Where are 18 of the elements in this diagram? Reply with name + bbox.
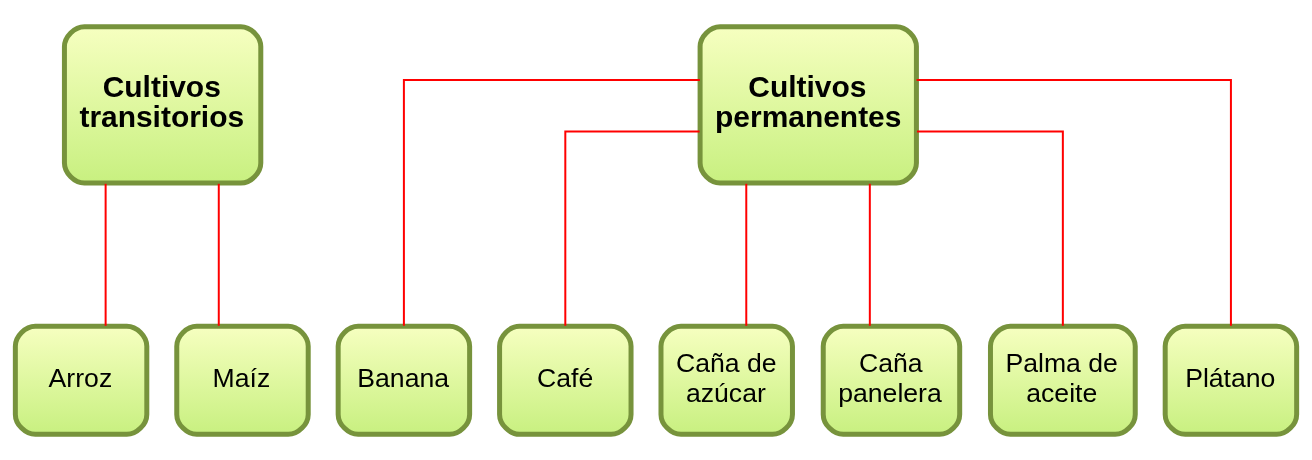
node-box: Plátano [1162, 323, 1300, 437]
connector [915, 130, 1064, 327]
node-box: Cultivos transitorios [61, 23, 264, 186]
node-box: Maíz [174, 323, 311, 437]
node-box: Café [497, 323, 634, 437]
node-box: Arroz [12, 323, 150, 437]
connector [915, 78, 1232, 327]
connector [402, 78, 701, 327]
connector [564, 130, 701, 327]
connector [104, 182, 107, 327]
connector [745, 182, 748, 327]
node-box: Caña panelera [820, 323, 963, 437]
node-box: Caña de azúcar [658, 323, 795, 437]
connector [217, 182, 220, 327]
node-box: Cultivos permanentes [697, 23, 919, 186]
node-box: Banana [335, 323, 473, 437]
connector [868, 182, 871, 327]
node-box: Palma de aceite [987, 323, 1138, 437]
